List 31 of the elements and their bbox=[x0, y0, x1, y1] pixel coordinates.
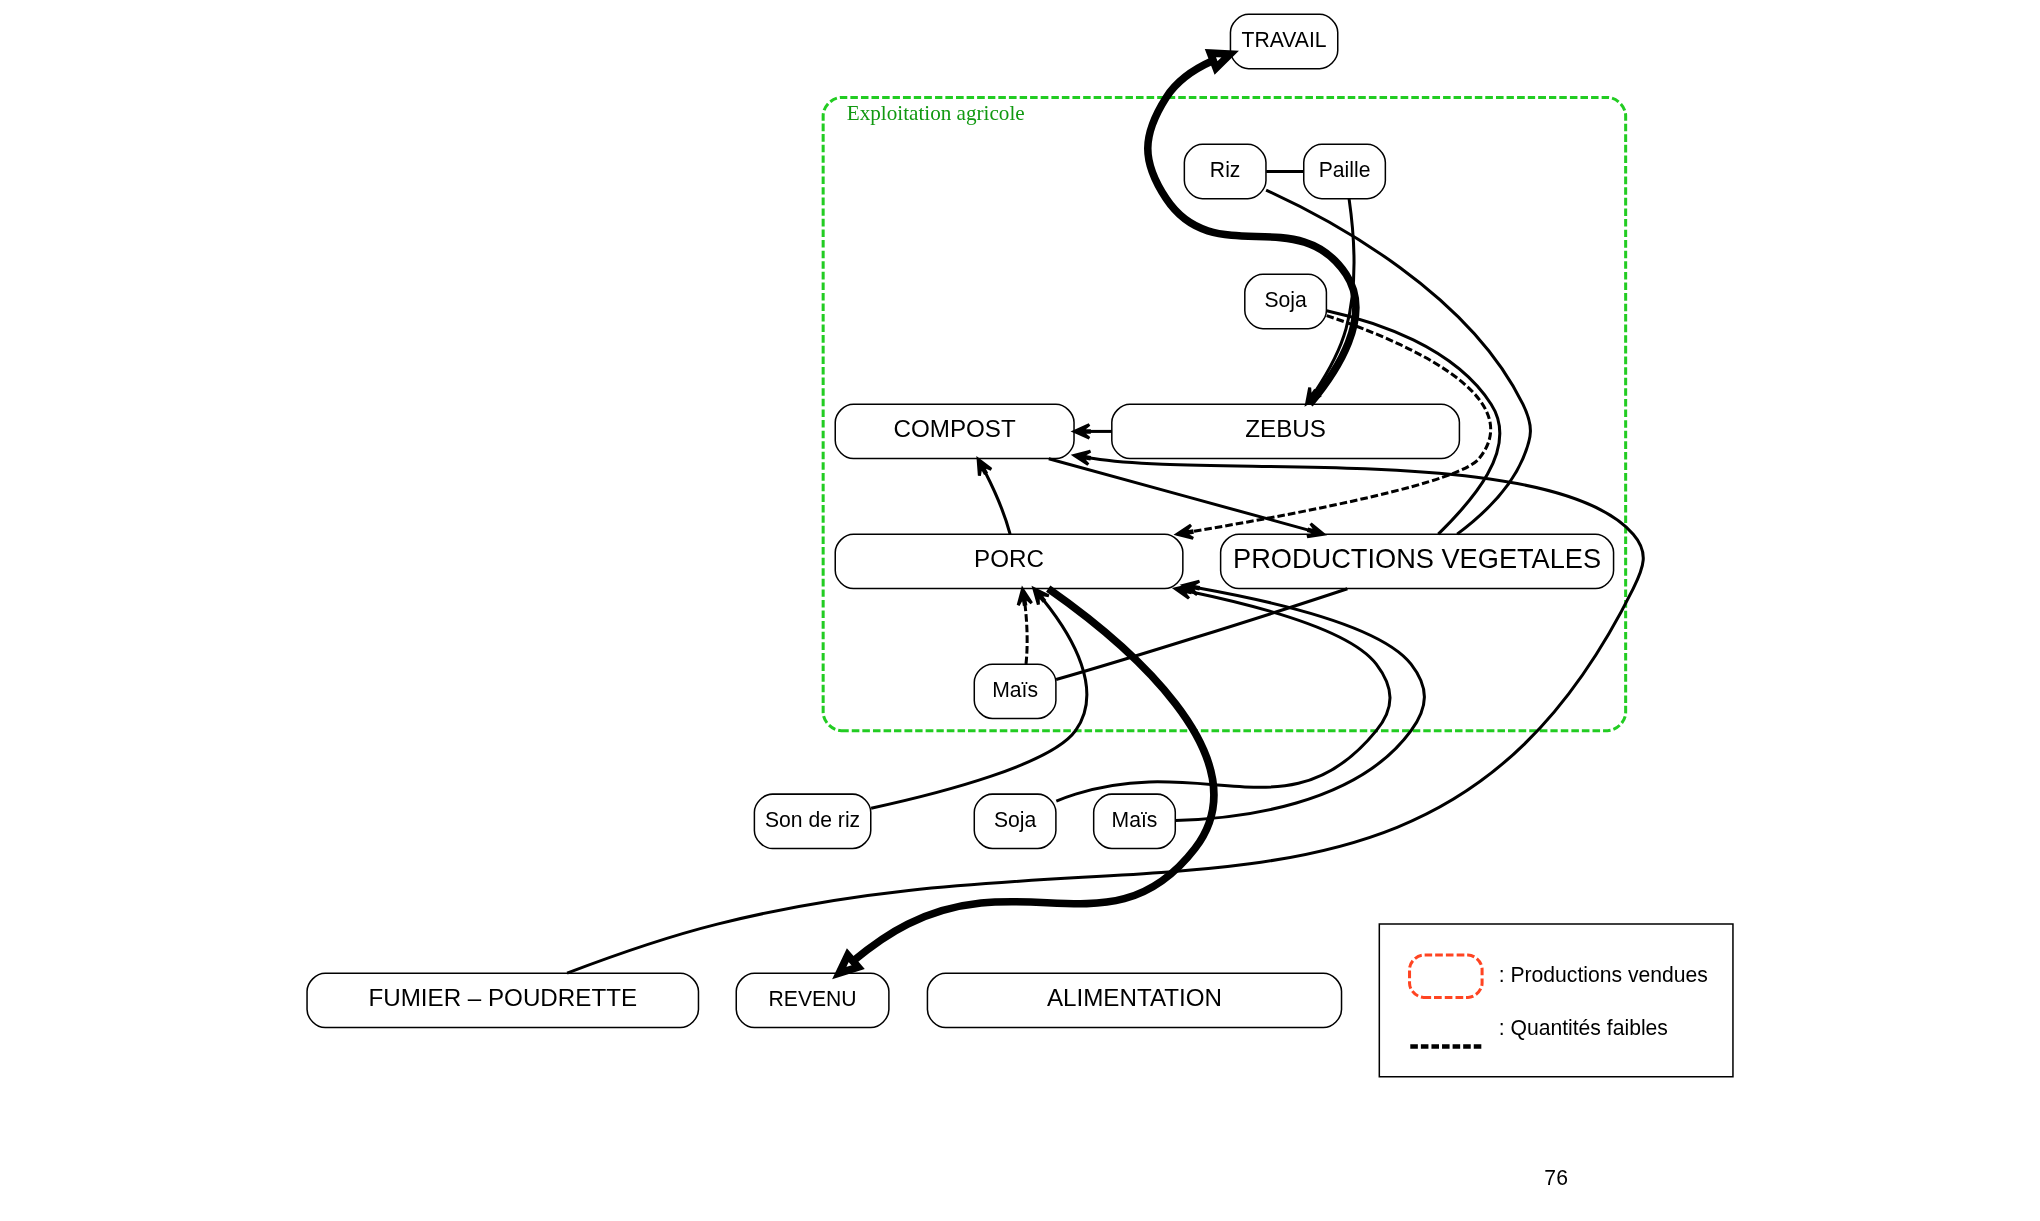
arrow bbox=[1144, 49, 1360, 407]
node-box: TRAVAIL bbox=[1229, 13, 1339, 70]
node-box: Maïs bbox=[973, 663, 1057, 720]
arrow bbox=[1048, 457, 1325, 539]
arrow bbox=[870, 587, 1089, 810]
arrow bbox=[1016, 587, 1034, 665]
label: 76 bbox=[1544, 1166, 1568, 1190]
connector bbox=[1265, 188, 1532, 536]
node-box: Riz bbox=[1183, 143, 1267, 200]
connector bbox=[1326, 309, 1502, 536]
arrow bbox=[1072, 423, 1112, 440]
node-box: PRODUCTIONS VEGETALES bbox=[1219, 533, 1615, 590]
arrow bbox=[1305, 198, 1356, 406]
node-box: Soja bbox=[973, 793, 1057, 850]
arrow bbox=[566, 449, 1645, 975]
connector bbox=[1055, 587, 1348, 682]
node-box: ZEBUS bbox=[1111, 403, 1461, 460]
legend-label: : Quantités faibles bbox=[1498, 1016, 1668, 1040]
node-box: COMPOST bbox=[834, 403, 1075, 460]
arrow bbox=[976, 457, 1012, 535]
node-box: Maïs bbox=[1092, 793, 1177, 850]
arrow bbox=[1175, 314, 1492, 540]
node-box: FUMIER – POUDRETTE bbox=[306, 972, 700, 1029]
legend-label: : Productions vendues bbox=[1498, 962, 1708, 986]
node-box: Son de riz bbox=[753, 793, 872, 850]
node-box: ALIMENTATION bbox=[926, 972, 1343, 1029]
node-box: Paille bbox=[1303, 143, 1387, 200]
node-box: PORC bbox=[834, 533, 1184, 590]
connector bbox=[1266, 169, 1304, 173]
node-box: Soja bbox=[1244, 273, 1328, 330]
node-box: REVENU bbox=[735, 972, 890, 1029]
